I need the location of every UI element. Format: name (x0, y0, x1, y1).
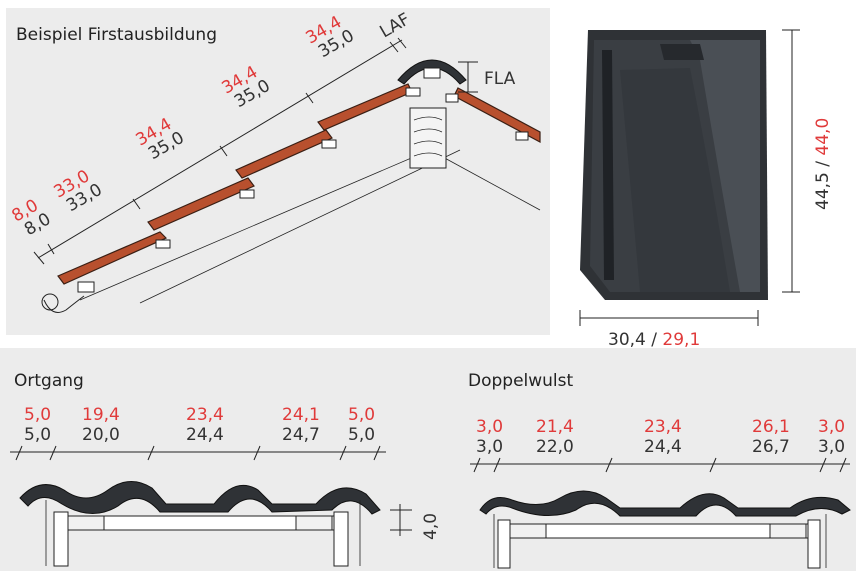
tile-height-label: 44,5 / 44,0 (813, 118, 833, 210)
doppelwulst-dims: 3,0 3,0 21,4 22,0 23,4 24,4 26,1 26,7 3,… (476, 417, 845, 457)
tile-width-label: 30,4 / 29,1 (608, 330, 700, 350)
doppelwulst-profile (479, 490, 851, 569)
svg-text:5,0: 5,0 (348, 425, 375, 445)
svg-text:26,7: 26,7 (752, 437, 790, 457)
tile-height-dimension (782, 29, 800, 293)
svg-text:3,0: 3,0 (476, 437, 503, 457)
ortgang-dims: 5,0 5,0 19,4 20,0 23,4 24,4 24,1 24,7 5,… (24, 405, 375, 445)
ortgang-profile (19, 481, 381, 567)
ridge-dimension-line (33, 37, 478, 265)
svg-text:22,0: 22,0 (536, 437, 574, 457)
ridge-cap (397, 59, 467, 85)
svg-text:21,4: 21,4 (536, 417, 574, 437)
svg-text:23,4: 23,4 (644, 417, 682, 437)
ortgang-height-label: 4,0 (421, 513, 441, 540)
ridge-tiles-left (57, 83, 421, 293)
svg-text:5,0: 5,0 (24, 425, 51, 445)
tile-image (580, 30, 768, 300)
fla-label: FLA (484, 69, 516, 89)
gutter (43, 295, 85, 313)
svg-text:26,1: 26,1 (752, 417, 790, 437)
svg-text:20,0: 20,0 (82, 425, 120, 445)
svg-text:44,5 / 44,0: 44,5 / 44,0 (813, 118, 833, 210)
svg-text:5,0: 5,0 (24, 405, 51, 425)
ortgang-height-dimension (390, 504, 412, 536)
tile-width-dimension (579, 310, 759, 326)
svg-text:5,0: 5,0 (348, 405, 375, 425)
doppelwulst-dimension-line (470, 457, 850, 473)
svg-text:24,4: 24,4 (186, 425, 224, 445)
svg-text:4,0: 4,0 (421, 513, 441, 540)
svg-text:24,7: 24,7 (282, 425, 320, 445)
svg-text:3,0: 3,0 (818, 437, 845, 457)
ridge-post (409, 107, 447, 169)
svg-text:24,4: 24,4 (644, 437, 682, 457)
ridge-drawing (41, 59, 541, 313)
ridge-title: Beispiel Firstausbildung (16, 25, 217, 45)
ridge-tiles-right (445, 87, 541, 144)
ortgang-dimension-line (10, 445, 386, 461)
svg-text:3,0: 3,0 (476, 417, 503, 437)
svg-text:24,1: 24,1 (282, 405, 320, 425)
svg-text:23,4: 23,4 (186, 405, 224, 425)
ortgang-title: Ortgang (14, 371, 84, 391)
svg-text:19,4: 19,4 (82, 405, 120, 425)
svg-text:3,0: 3,0 (818, 417, 845, 437)
doppelwulst-title: Doppelwulst (468, 371, 574, 391)
